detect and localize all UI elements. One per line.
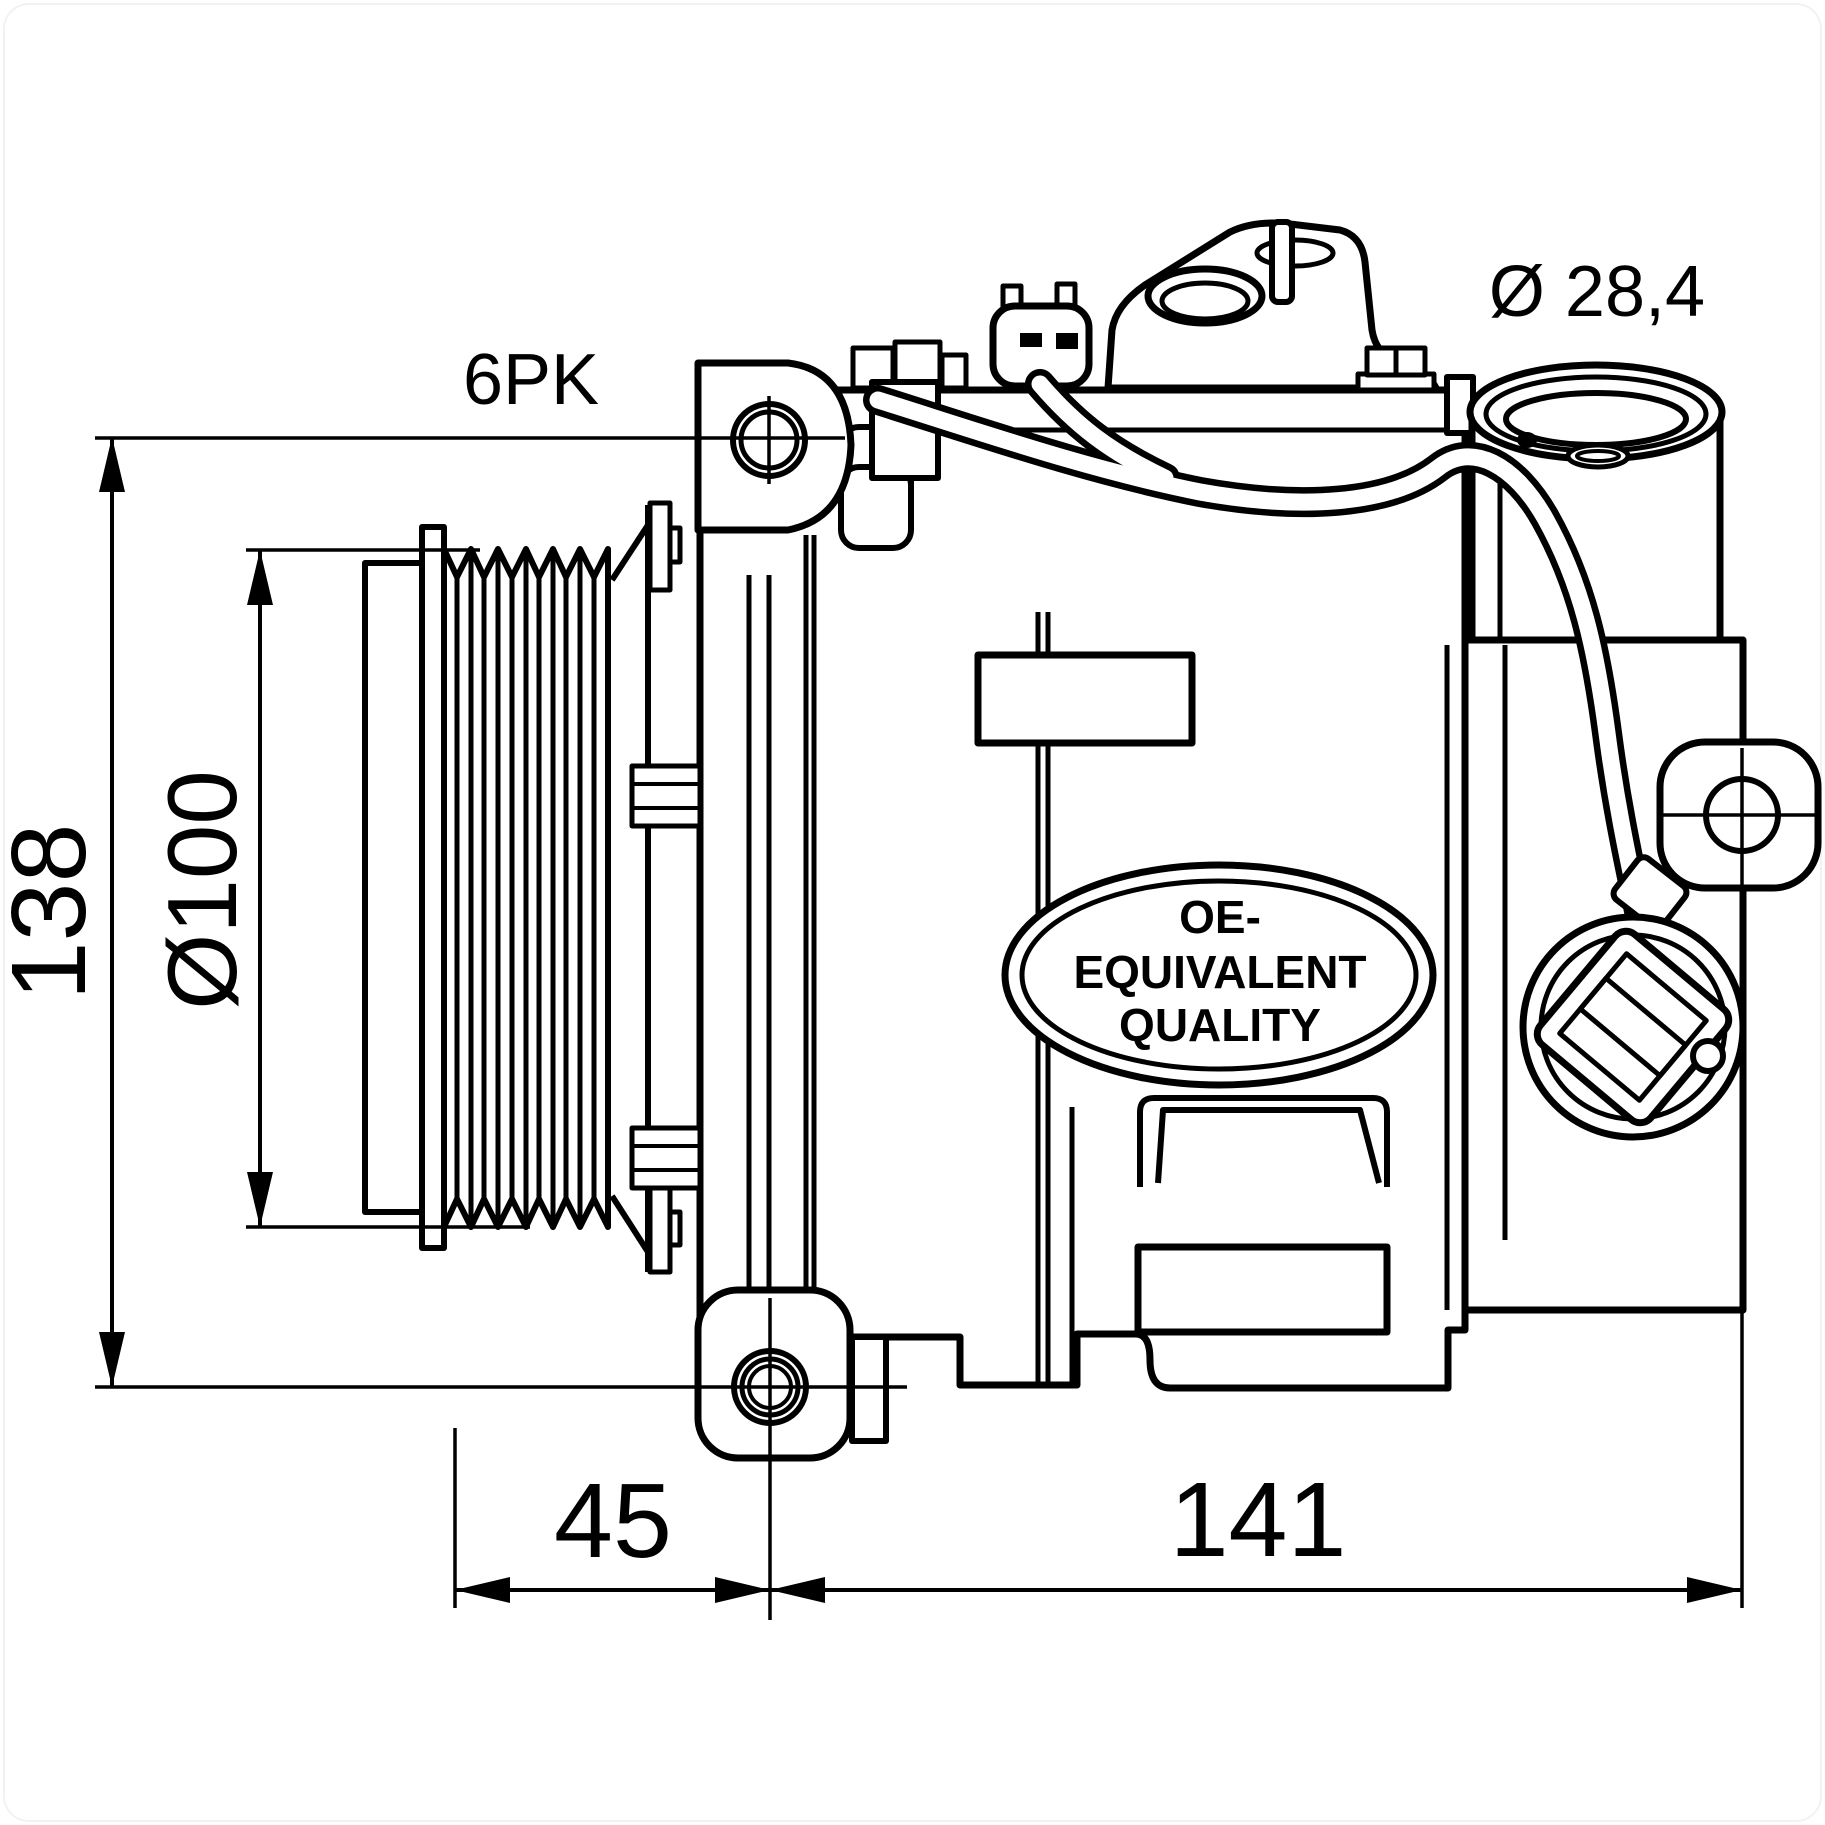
side-bolt-lower <box>629 1125 703 1191</box>
suction-port <box>1444 361 1726 644</box>
badge-line-1: OE- <box>1179 891 1261 943</box>
dim-text-body-length: 141 <box>1170 1461 1347 1579</box>
dimension-annotations: 138 Ø100 6PK Ø 28,4 45 141 <box>0 252 1744 1620</box>
dim-text-port-diameter: Ø 28,4 <box>1489 252 1705 332</box>
dim-text-pulley-diameter: Ø100 <box>147 770 257 1010</box>
dimension-arrows <box>99 437 1742 1603</box>
boss-port-outer <box>1144 265 1266 327</box>
pulley-front-flange <box>419 524 447 1251</box>
clutch-mount-bottom <box>647 1183 673 1275</box>
connector-slot-right <box>1056 333 1078 349</box>
badge-outer-oval <box>1001 861 1437 1089</box>
label-plate <box>974 651 1196 747</box>
pulley-bevel-bottom <box>609 1194 651 1254</box>
bracket-inner <box>1155 1107 1382 1184</box>
electrical-connector-top <box>989 281 1093 390</box>
bottom-mounting-ear <box>694 1286 854 1462</box>
top-mounting-boss <box>1104 219 1440 393</box>
badge-inner-oval <box>1019 878 1419 1072</box>
badge-line-2: EQUIVALENT <box>1073 946 1366 998</box>
wiring-harness <box>863 369 1660 955</box>
bracket-shape <box>1137 1095 1390 1187</box>
badge-line-3: QUALITY <box>1119 999 1321 1051</box>
pulley-rib-lines <box>454 549 597 1227</box>
clutch-mount-top <box>647 500 673 593</box>
boss-bolt-left <box>1364 345 1399 378</box>
base-plate <box>1134 1243 1391 1336</box>
port-slot-inner <box>1575 449 1621 463</box>
boss-port-inner <box>1159 280 1251 322</box>
oe-quality-badge <box>1001 861 1437 1089</box>
connector-plug <box>1533 927 1733 1127</box>
dim-text-pulley-width: 45 <box>554 1462 672 1580</box>
pulley-assembly <box>362 500 703 1275</box>
pulley-bevel-top <box>609 523 651 582</box>
pulley-back-plate <box>362 560 425 1215</box>
top-left-mounting-ear <box>694 359 855 534</box>
oe-badge-text: OE- EQUIVALENT QUALITY <box>1073 891 1366 1051</box>
boss-bolt-right <box>1393 345 1428 378</box>
port-dot <box>1517 432 1537 448</box>
bottom-tab <box>849 1334 889 1444</box>
boss-pin <box>1269 219 1295 305</box>
round-connector <box>1519 854 1747 1141</box>
clutch-knob-bottom <box>667 1209 683 1248</box>
dim-text-height: 138 <box>0 824 108 1001</box>
right-mounting-ear <box>1656 738 1822 892</box>
connector-slot-left <box>1020 333 1042 347</box>
dim-text-belt-profile: 6PK <box>463 340 599 420</box>
hose-coupler <box>1610 854 1690 932</box>
side-bolt-upper <box>629 763 703 829</box>
clutch-knob-top <box>667 525 683 565</box>
connector-pin-hole <box>1690 1038 1726 1074</box>
